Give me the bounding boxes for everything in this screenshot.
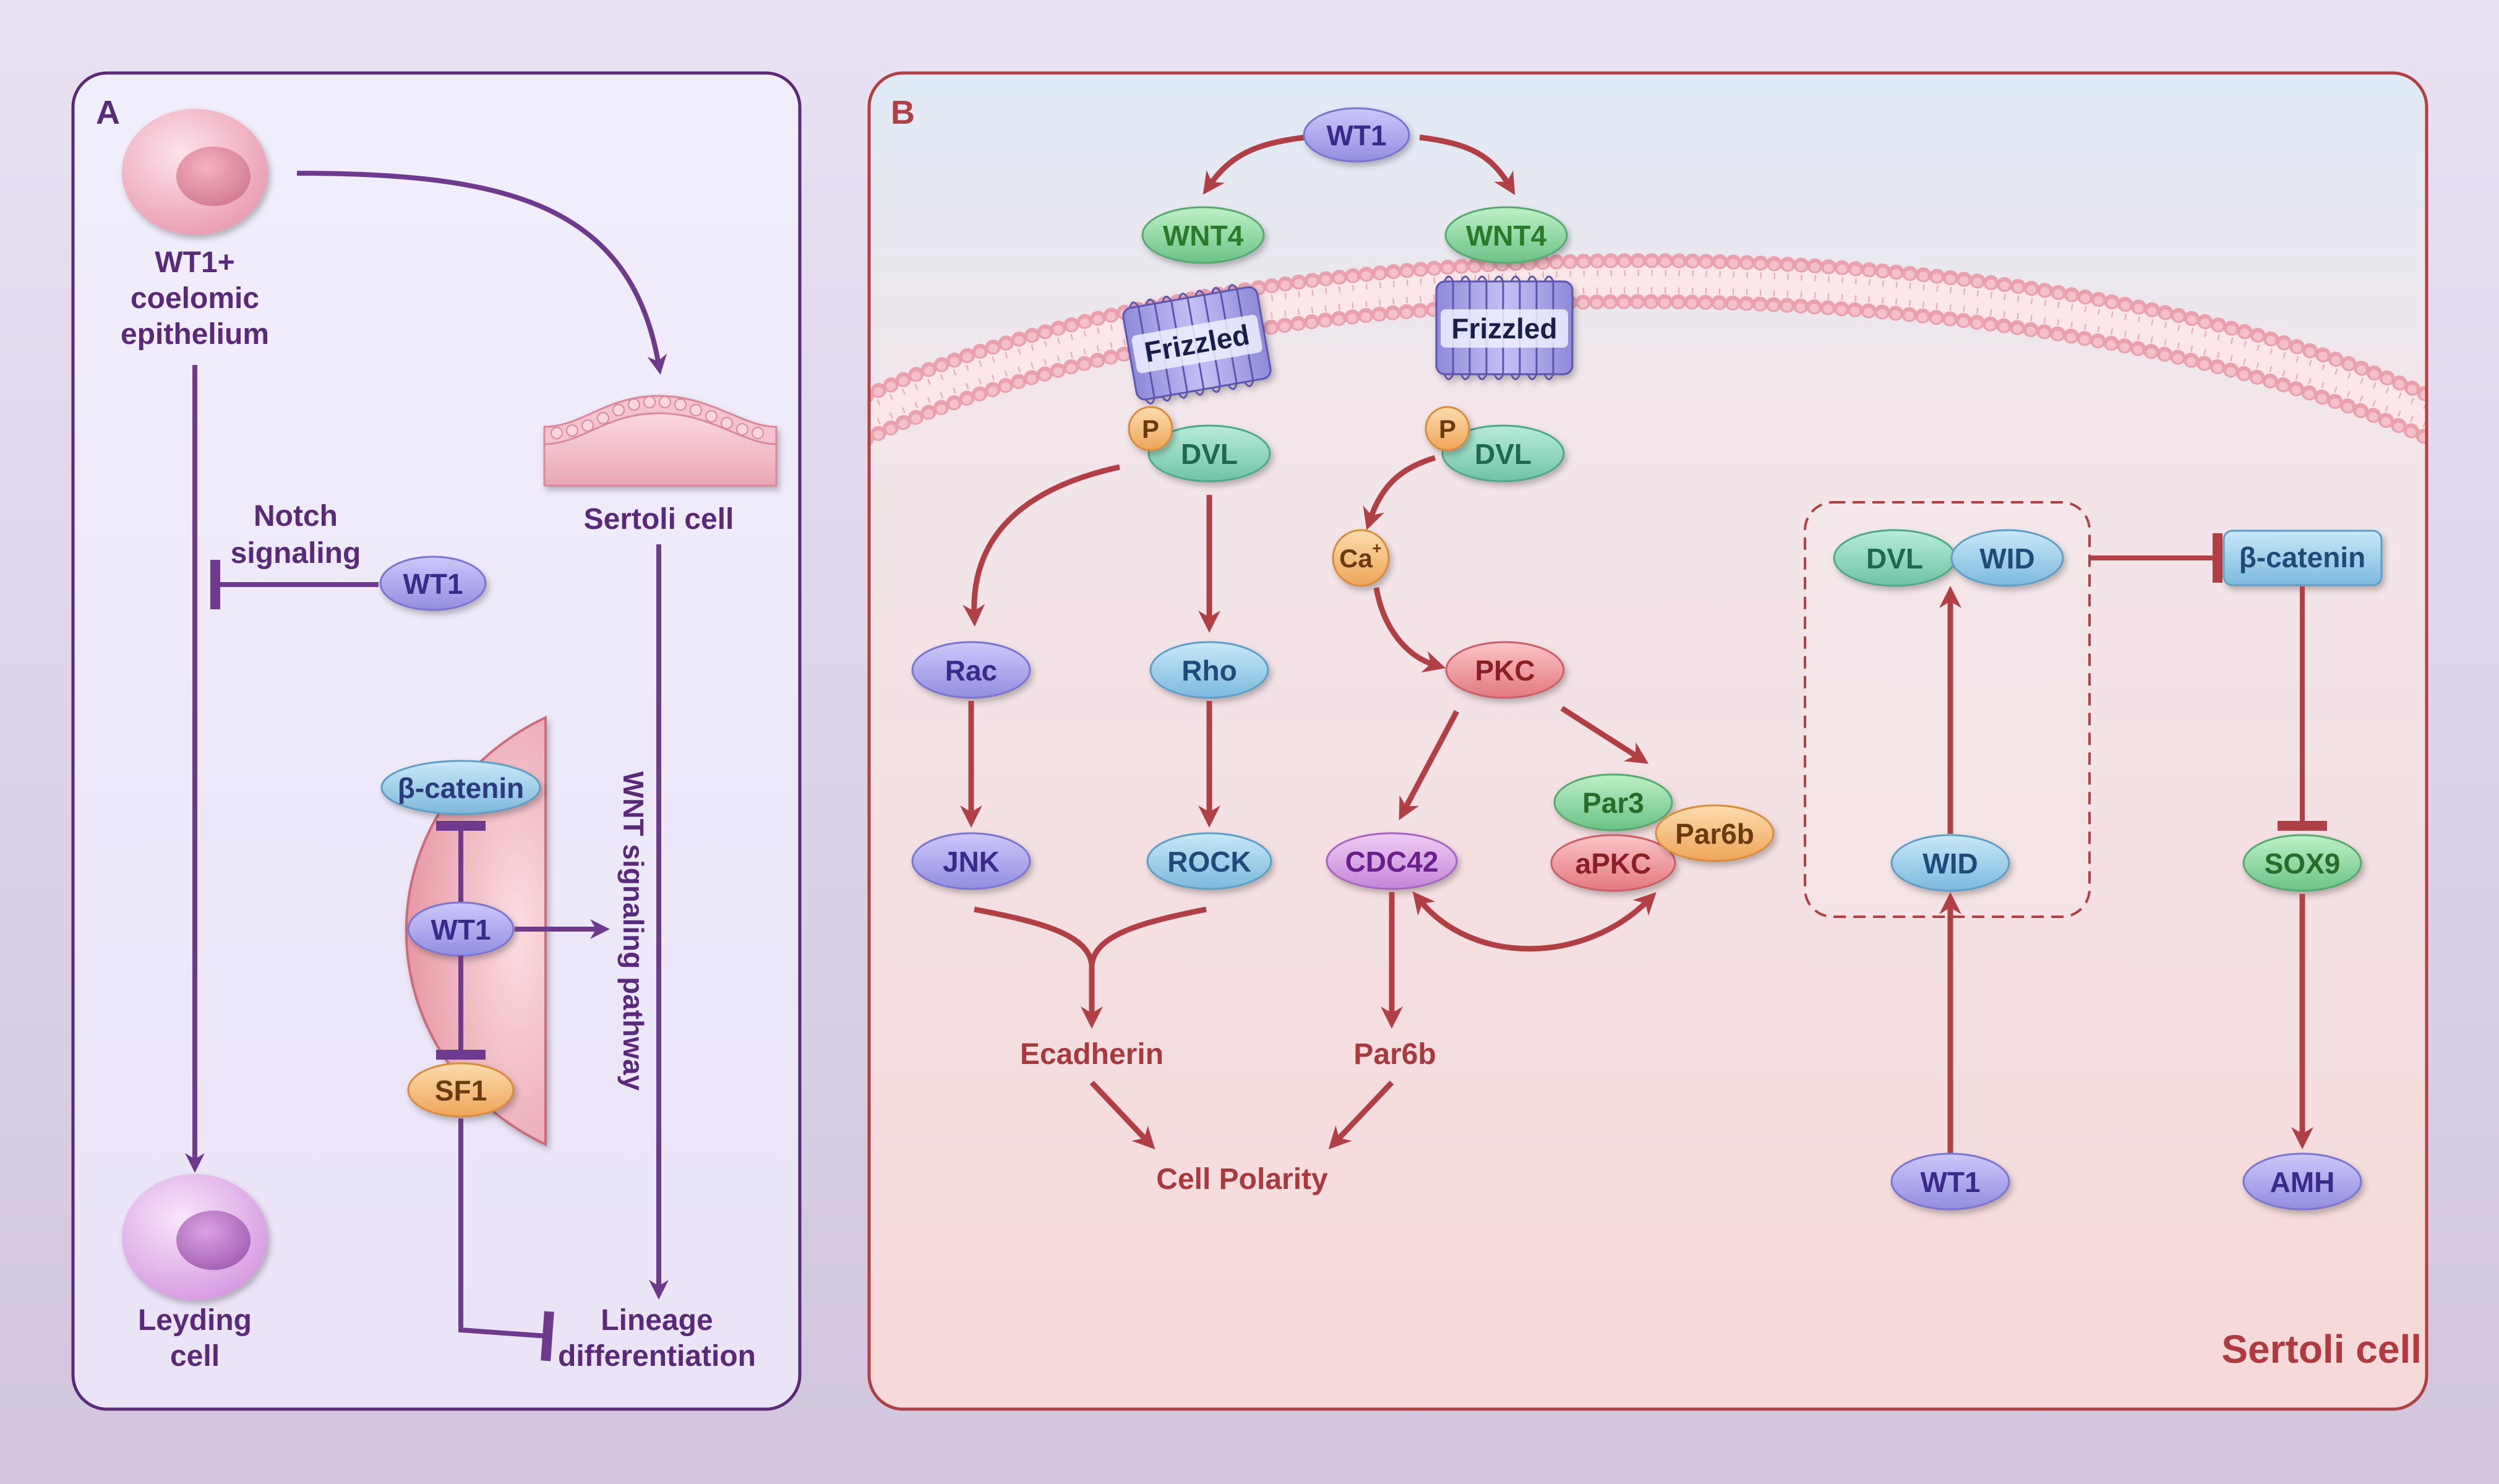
wid-lower-node	[1890, 834, 2010, 892]
calcium-label: Ca	[1339, 544, 1373, 573]
sf1-node	[407, 1062, 515, 1118]
pkc-label: PKC	[1475, 654, 1535, 687]
panel-b: B WT1 WNT4 WNT4 Fr	[867, 71, 2428, 1411]
wid-box-label: WID	[1979, 543, 2034, 575]
dvl-right-node	[1441, 424, 1565, 483]
phospho-right-node	[1425, 406, 1470, 452]
apkc-node	[1550, 834, 1676, 892]
dvl-right-label: DVL	[1475, 438, 1532, 470]
arrow-wt1-to-wnt4-left	[1202, 134, 1306, 195]
beta-catenin-label-a: β-catenin	[398, 772, 524, 804]
phospho-right-label: P	[1439, 414, 1456, 444]
sertoli-cell-label-a: Sertoli cell	[584, 503, 734, 536]
amh-node	[2242, 1152, 2362, 1211]
phospho-left-node	[1128, 406, 1173, 452]
leydig-cell	[122, 1174, 268, 1300]
arrow-jnk-merge	[974, 906, 1095, 966]
cdc42-label: CDC42	[1345, 846, 1439, 878]
panel-b-background	[869, 73, 2427, 1409]
sox9-label: SOX9	[2265, 847, 2341, 880]
wt1-notch-node	[379, 555, 487, 611]
wnt-pathway-label: WNT signaling pathway	[617, 771, 649, 1091]
arrow-dvl-to-ca	[1363, 455, 1436, 531]
wid-lower-label: WID	[1922, 847, 1978, 880]
arrow-rock-merge	[1089, 906, 1207, 966]
rac-label: Rac	[945, 654, 997, 687]
coelomic-epithelium-cell	[122, 109, 268, 235]
frizzled-left-receptor	[1122, 284, 1272, 405]
sf1-label: SF1	[435, 1074, 487, 1107]
cdc42-node	[1326, 832, 1458, 890]
arrow-dvl-to-rac	[962, 464, 1120, 627]
par3-label: Par3	[1582, 787, 1644, 819]
wt1-top-label: WT1	[1326, 119, 1386, 152]
rho-label: Rho	[1181, 654, 1237, 687]
cell-polarity-label: Cell Polarity	[1156, 1163, 1328, 1196]
phospho-left-label: P	[1142, 414, 1159, 444]
arrow-pkc-to-cdc42	[1399, 710, 1459, 820]
wt1-center-label: WT1	[431, 914, 491, 946]
beta-catenin-node-b	[2223, 530, 2383, 586]
leydig-label-line1: Leyding	[138, 1304, 252, 1337]
beta-catenin-node-a	[380, 760, 541, 815]
panel-a-label: A	[96, 94, 120, 131]
beta-catenin-label-b: β-catenin	[2239, 541, 2365, 573]
wnt4-right-node	[1444, 206, 1568, 264]
dvl-box-label: DVL	[1866, 543, 1923, 575]
jnk-node	[911, 832, 1031, 890]
wid-box-node	[1950, 529, 2064, 587]
dvl-wid-complex-box	[1804, 501, 2091, 918]
arrow-pkc-to-par-complex	[1560, 706, 1649, 764]
arrow-ecadherin-to-polarity	[1089, 1080, 1155, 1150]
dvl-left-node	[1147, 424, 1271, 483]
lineage-label-line2: differentiation	[558, 1340, 756, 1373]
dvl-left-label: DVL	[1181, 438, 1238, 470]
rock-label: ROCK	[1167, 846, 1251, 878]
amh-label: AMH	[2270, 1166, 2335, 1198]
arrow-ca-to-pkc	[1373, 587, 1446, 673]
calcium-charge: +	[1372, 539, 1381, 557]
apkc-label: aPKC	[1575, 847, 1652, 880]
coelomic-label-line3: epithelium	[121, 318, 269, 351]
panel-b-frame	[867, 71, 2428, 1411]
par6b-complex-node	[1655, 804, 1775, 862]
coelomic-label-line1: WT1+	[155, 246, 234, 279]
rock-node	[1146, 832, 1272, 890]
rac-node	[911, 641, 1031, 699]
rho-node	[1149, 641, 1269, 699]
leydig-label-line2: cell	[170, 1340, 220, 1373]
sox9-node	[2242, 834, 2362, 892]
frizzled-right-receptor	[1435, 275, 1574, 380]
par3-node	[1553, 773, 1673, 831]
par6b-complex-label: Par6b	[1675, 818, 1754, 850]
wnt4-left-node	[1141, 206, 1265, 264]
sertoli-tissue-illustration	[543, 395, 778, 487]
par6b-label: Par6b	[1353, 1038, 1436, 1071]
notch-label-line1: Notch	[254, 500, 338, 533]
jnk-label: JNK	[943, 846, 1000, 878]
wt1-bottom-label: WT1	[1920, 1166, 1980, 1198]
arrow-coelomic-to-sertoli	[296, 171, 667, 375]
sertoli-cell-label-b: Sertoli cell	[2221, 1327, 2422, 1371]
calcium-node	[1332, 529, 1390, 587]
notch-label-line2: signaling	[231, 537, 361, 570]
arrow-wt1-to-wnt4-right	[1419, 134, 1515, 195]
pkc-node	[1445, 641, 1565, 699]
wnt4-right-label: WNT4	[1466, 220, 1547, 252]
wnt4-left-label: WNT4	[1163, 220, 1244, 252]
ecadherin-label: Ecadherin	[1020, 1038, 1164, 1071]
inhibit-sf1-lineage	[458, 1118, 554, 1362]
frizzled-right-label: Frizzled	[1451, 312, 1557, 345]
lineage-label-line1: Lineage	[601, 1304, 713, 1337]
coelomic-label-line2: coelomic	[131, 282, 259, 315]
panel-a: A WT1+ coelomic epithelium Sertoli cell	[71, 71, 802, 1411]
arrow-par6b-to-polarity	[1328, 1080, 1394, 1150]
wt1-notch-label: WT1	[403, 568, 463, 600]
wt1-top-node	[1303, 107, 1410, 163]
panel-b-label: B	[891, 94, 915, 131]
arrow-cdc42-apkc-bidirectional	[1412, 891, 1657, 952]
wt1-bottom-node	[1890, 1152, 2010, 1211]
